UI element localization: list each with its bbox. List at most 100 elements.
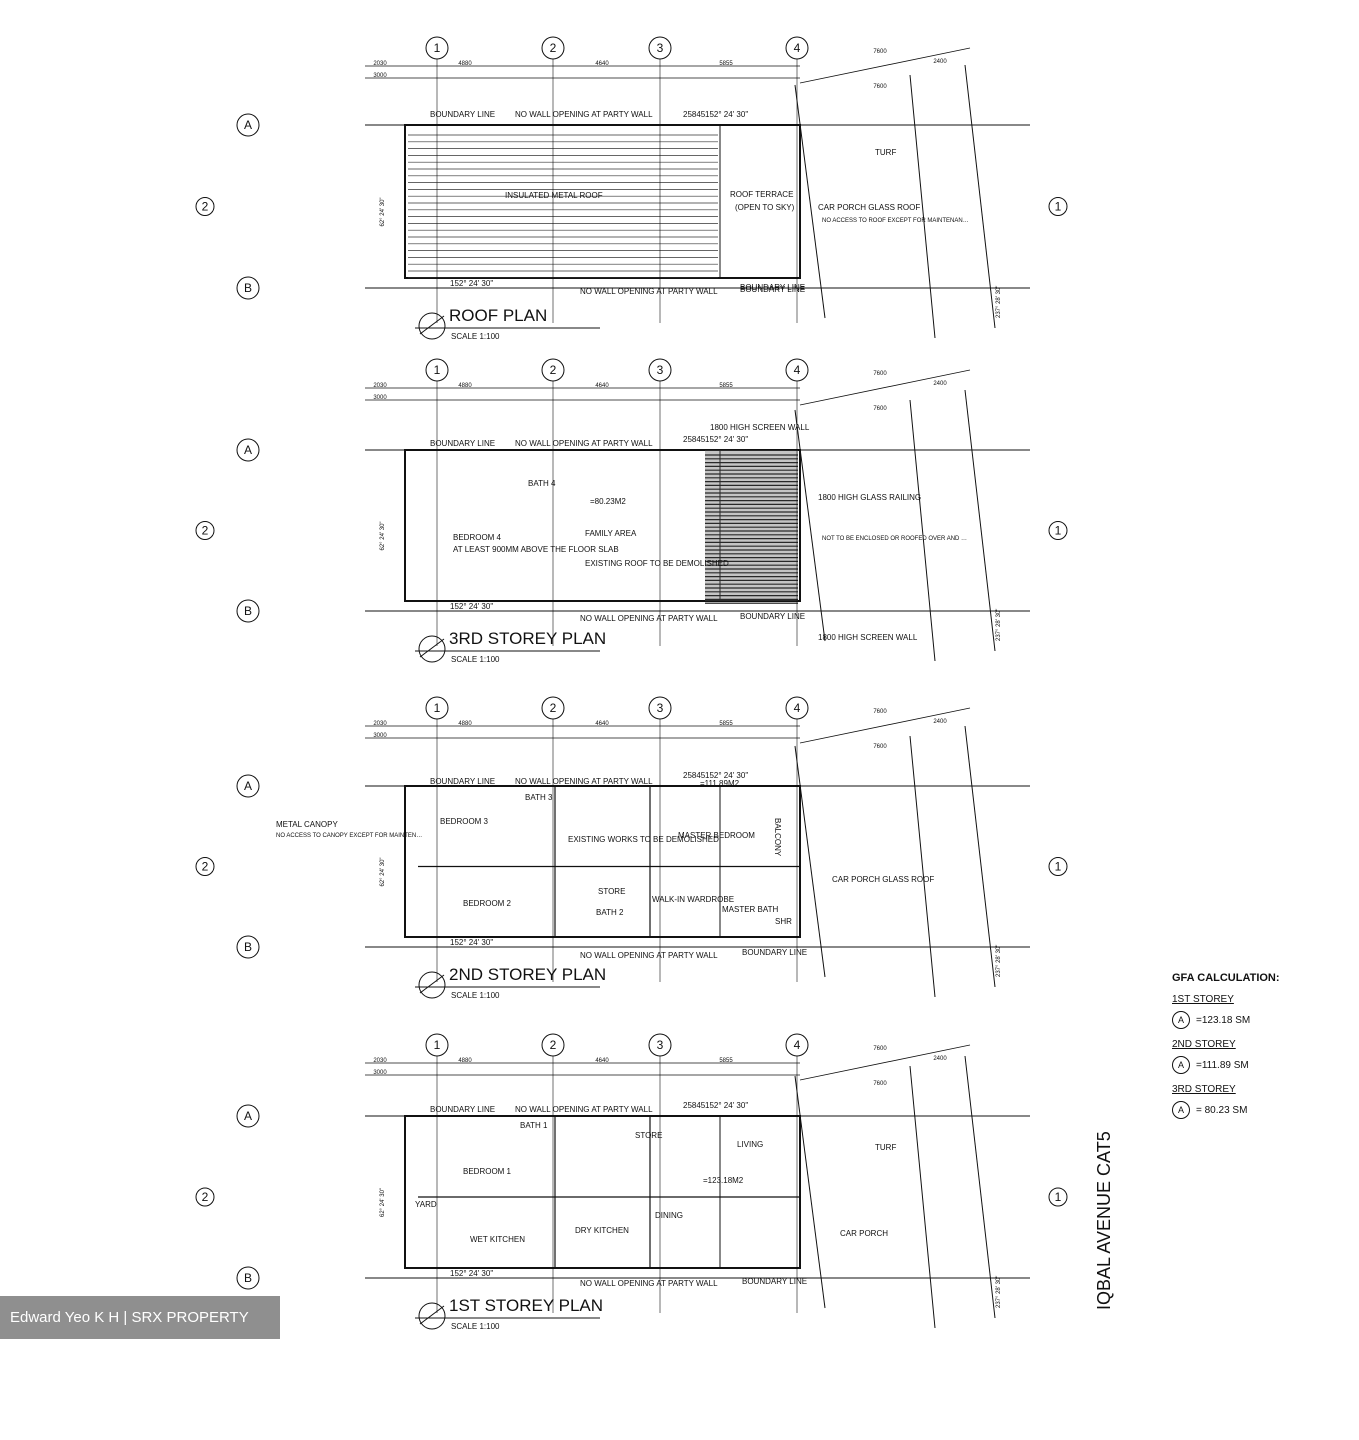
dimension-label: 4880 <box>458 383 472 389</box>
bearing-label: 152° 24' 30" <box>450 938 493 947</box>
plan-title: 2ND STOREY PLAN <box>449 965 606 984</box>
dimension-label: 7600 <box>873 1046 887 1052</box>
plan-label: NO WALL OPENING AT PARTY WALL <box>515 439 653 448</box>
gfa-tag: A <box>1172 1011 1190 1029</box>
plan-label: BOUNDARY LINE <box>740 283 805 292</box>
plan-label: CAR PORCH GLASS ROOF <box>832 875 934 884</box>
length-label: 25845 <box>683 435 706 444</box>
section-mark: 1 <box>1055 1190 1062 1204</box>
grid-column-label: 4 <box>794 41 801 55</box>
plan-label: 1800 HIGH SCREEN WALL <box>818 633 918 642</box>
dimension-label: 2030 <box>373 721 387 727</box>
dimension-label: 3000 <box>373 1070 387 1076</box>
plan-label: BALCONY <box>773 818 782 857</box>
plan-label: 1800 HIGH SCREEN WALL <box>710 423 810 432</box>
plan-label: BEDROOM 3 <box>440 817 489 826</box>
plan-label: (OPEN TO SKY) <box>735 203 795 212</box>
grid-column-label: 3 <box>657 363 664 377</box>
bearing-label: 152° 24' 30" <box>450 279 493 288</box>
grid-row-label: A <box>244 1109 252 1123</box>
grid-column-label: 2 <box>550 701 557 715</box>
plan-label: NO WALL OPENING AT PARTY WALL <box>580 1279 718 1288</box>
grid-column-label: 2 <box>550 363 557 377</box>
dimension-label: 4640 <box>595 1058 609 1064</box>
dimension-label: 2400 <box>933 719 947 725</box>
plan-label: NOT TO BE ENCLOSED OR ROOFED OVER AND … <box>822 536 967 542</box>
dimension-label: 7600 <box>873 371 887 377</box>
grid-column-label: 3 <box>657 1038 664 1052</box>
section-mark: 2 <box>202 200 209 214</box>
grid-row-label: B <box>244 1271 252 1285</box>
plan-label: FAMILY AREA <box>585 529 637 538</box>
plan-title: 1ST STOREY PLAN <box>449 1296 603 1315</box>
plan-label: BOUNDARY LINE <box>740 612 805 621</box>
plan-label: EXISTING ROOF TO BE DEMOLISHED <box>585 559 729 568</box>
plan-label: BOUNDARY LINE <box>740 285 805 294</box>
bearing-label: 62° 24' 30" <box>380 857 386 886</box>
dimension-label: 5855 <box>719 383 733 389</box>
grid-row-label: B <box>244 281 252 295</box>
plan-title: 3RD STOREY PLAN <box>449 629 606 648</box>
grid-column-label: 1 <box>434 363 441 377</box>
dimension-label: 4640 <box>595 383 609 389</box>
grid-column-label: 3 <box>657 701 664 715</box>
plan-scale: SCALE 1:100 <box>451 1322 500 1331</box>
plan-label: NO WALL OPENING AT PARTY WALL <box>515 110 653 119</box>
plan-label: MASTER BEDROOM <box>678 831 755 840</box>
plan-scale: SCALE 1:100 <box>451 332 500 341</box>
bearing-label: 152° 24' 30" <box>450 602 493 611</box>
plan-label: BATH 1 <box>520 1121 548 1130</box>
dimension-label: 3000 <box>373 73 387 79</box>
plan-label: DRY KITCHEN <box>575 1226 629 1235</box>
dimension-label: 4880 <box>458 61 472 67</box>
plan-label: NO WALL OPENING AT PARTY WALL <box>515 1105 653 1114</box>
grid-column-label: 1 <box>434 1038 441 1052</box>
gfa-storey: 2ND STOREY <box>1172 1039 1236 1050</box>
plan-label: NO ACCESS TO ROOF EXCEPT FOR MAINTENAN… <box>822 218 969 224</box>
plan-label: BOUNDARY LINE <box>430 110 495 119</box>
section-mark: 2 <box>202 860 209 874</box>
bearing-label: 237° 28' 30" <box>996 609 1002 641</box>
plan-label: WALK-IN WARDROBE <box>652 895 734 904</box>
plan-label: INSULATED METAL ROOF <box>505 191 603 200</box>
bearing-label: 62° 24' 30" <box>380 521 386 550</box>
dimension-label: 2030 <box>373 383 387 389</box>
bearing-label: 152° 24' 30" <box>705 435 748 444</box>
length-label: 25845 <box>683 1101 706 1110</box>
length-label: 25845 <box>683 771 706 780</box>
plan-label: NO WALL OPENING AT PARTY WALL <box>580 614 718 623</box>
grid-column-label: 1 <box>434 701 441 715</box>
plan-label: BEDROOM 1 <box>463 1167 512 1176</box>
dimension-label: 7600 <box>873 1081 887 1087</box>
dimension-label: 7600 <box>873 49 887 55</box>
dimension-label: 4640 <box>595 61 609 67</box>
plan-label: NO WALL OPENING AT PARTY WALL <box>580 287 718 296</box>
dimension-label: 4640 <box>595 721 609 727</box>
plan-label: BATH 4 <box>528 479 556 488</box>
plan-label: DINING <box>655 1211 683 1220</box>
plan-label: BEDROOM 4 <box>453 533 502 542</box>
gfa-row: 1ST STOREY A =123.18 SM <box>1172 994 1292 1029</box>
section-mark: 1 <box>1055 200 1062 214</box>
plan-label: NO WALL OPENING AT PARTY WALL <box>580 951 718 960</box>
dimension-label: 4880 <box>458 721 472 727</box>
dimension-label: 7600 <box>873 744 887 750</box>
grid-column-label: 3 <box>657 41 664 55</box>
grid-column-label: 4 <box>794 1038 801 1052</box>
bearing-label: 152° 24' 30" <box>705 110 748 119</box>
plan-label: =123.18M2 <box>703 1176 744 1185</box>
plan-label: CAR PORCH GLASS ROOF <box>818 203 920 212</box>
plan-label: STORE <box>635 1131 662 1140</box>
grid-column-label: 2 <box>550 41 557 55</box>
plan-label: NO WALL OPENING AT PARTY WALL <box>515 777 653 786</box>
grid-row-label: A <box>244 443 252 457</box>
street-name: IQBAL AVENUE CAT5 <box>1094 1131 1114 1310</box>
gfa-value: =123.18 SM <box>1196 1014 1251 1026</box>
bearing-label: 62° 24' 30" <box>380 197 386 226</box>
gfa-storey: 1ST STOREY <box>1172 994 1234 1005</box>
dimension-label: 2400 <box>933 1056 947 1062</box>
dimension-label: 3000 <box>373 733 387 739</box>
